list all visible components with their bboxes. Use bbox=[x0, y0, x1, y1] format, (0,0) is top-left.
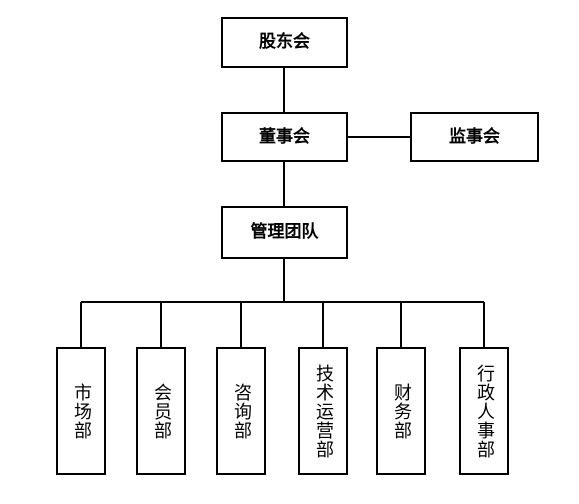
dept-finance: 财务部 bbox=[376, 347, 426, 475]
dept-admin-hr: 行政人事部 bbox=[459, 347, 509, 475]
node-management: 管理团队 bbox=[221, 206, 348, 259]
dept-tech-ops: 技术运营部 bbox=[298, 347, 348, 475]
dept-market: 市场部 bbox=[56, 347, 106, 475]
node-shareholders: 股东会 bbox=[221, 17, 348, 68]
node-board: 董事会 bbox=[221, 112, 348, 162]
dept-tech-ops-label: 技术运营部 bbox=[313, 363, 334, 459]
dept-member: 会员部 bbox=[136, 347, 186, 475]
dept-consult-label: 咨询部 bbox=[231, 382, 252, 440]
dept-market-label: 市场部 bbox=[71, 382, 92, 440]
node-supervisors-label: 监事会 bbox=[449, 126, 500, 147]
node-board-label: 董事会 bbox=[259, 126, 310, 147]
dept-member-label: 会员部 bbox=[151, 382, 172, 440]
node-management-label: 管理团队 bbox=[250, 222, 319, 242]
dept-admin-hr-label: 行政人事部 bbox=[474, 363, 495, 459]
node-shareholders-label: 股东会 bbox=[259, 32, 310, 52]
dept-finance-label: 财务部 bbox=[391, 382, 412, 440]
dept-consult: 咨询部 bbox=[216, 347, 266, 475]
node-supervisors: 监事会 bbox=[410, 112, 539, 162]
